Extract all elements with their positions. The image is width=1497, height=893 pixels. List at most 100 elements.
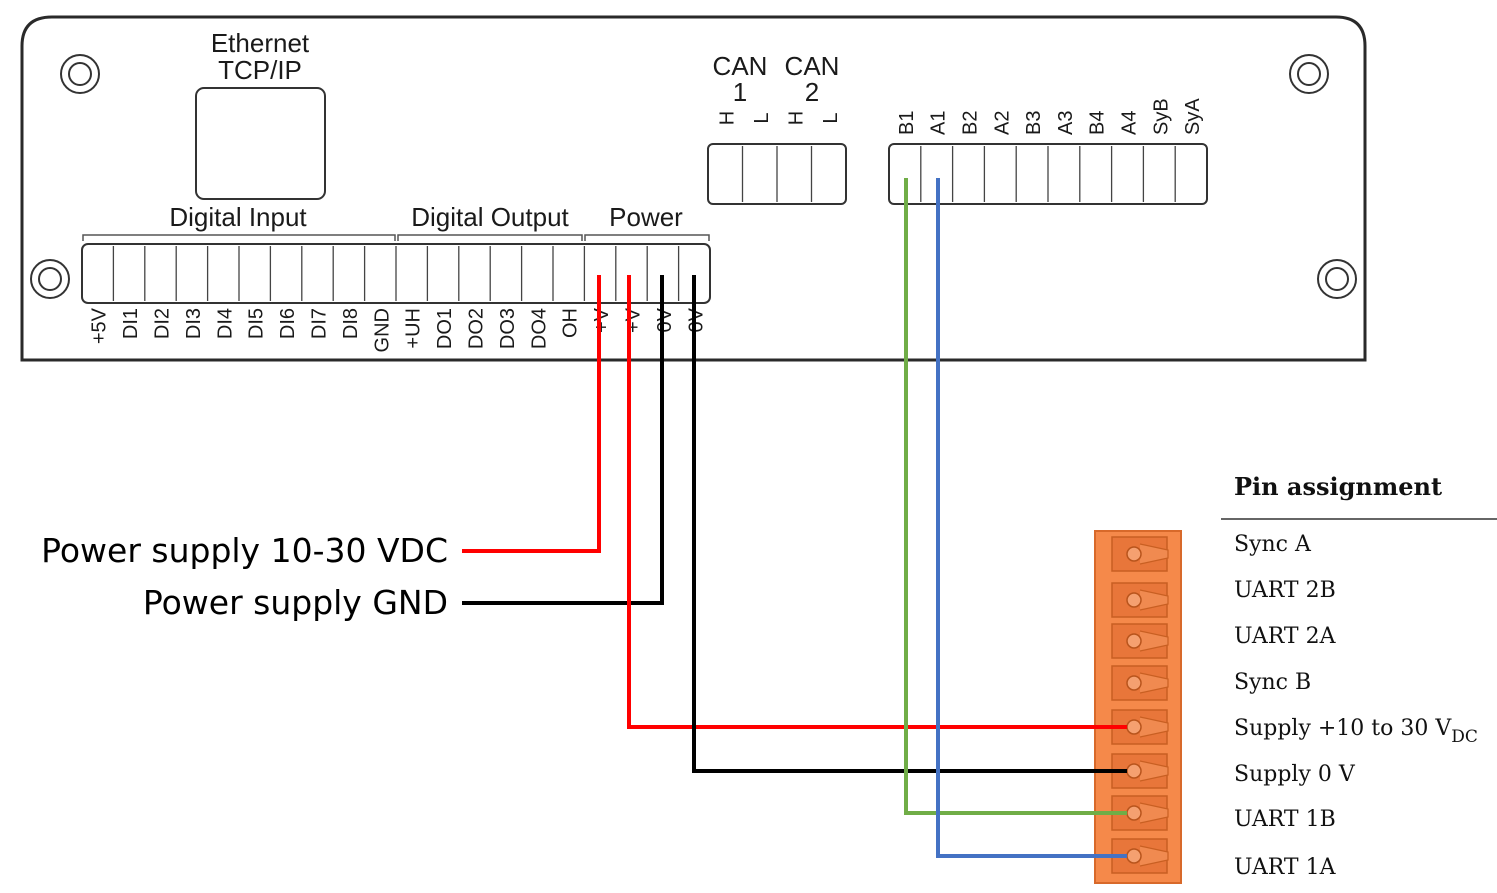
io-pin-label: DO3: [497, 308, 519, 349]
bus-pin-label: A4: [1119, 111, 1141, 135]
group-bracket: [82, 234, 396, 241]
bus-pin-label: A1: [928, 111, 950, 135]
bus-pin-label: SyB: [1150, 98, 1172, 135]
pin-assignment-row: Sync B: [1234, 670, 1311, 695]
orange-connector-plug: [1094, 530, 1182, 884]
bus-terminal-dividers: [920, 146, 1176, 202]
ethernet-label-line1: Ethernet: [211, 28, 310, 58]
mounting-screw-icon: [60, 54, 100, 94]
io-pin-label: GND: [371, 308, 393, 352]
pin-assignment-subscript: DC: [1451, 727, 1478, 747]
power-label: Power: [609, 202, 683, 232]
bus-pin-label: A2: [991, 111, 1013, 135]
can2-label-line2: 2: [805, 77, 819, 107]
pin-assignment-text: UART 2A: [1234, 624, 1337, 649]
io-pin-label: DO2: [466, 308, 488, 349]
can1-label-line2: 1: [733, 77, 747, 107]
ethernet-label-line2: TCP/IP: [218, 55, 302, 85]
plug-screw-icon: [1126, 546, 1142, 562]
bus-pin-label: B2: [960, 111, 982, 135]
can-pin-label: L: [820, 112, 842, 123]
red-wire-supply: [462, 275, 601, 553]
mounting-screw-icon: [30, 259, 70, 299]
io-pin-label: +5V: [89, 307, 111, 344]
green-wire-b1: [904, 178, 1127, 815]
plug-latch: [1139, 802, 1169, 824]
plug-latch: [1139, 760, 1169, 782]
io-pin-label: +V: [623, 307, 645, 333]
group-bracket: [397, 234, 583, 241]
bus-pin-labels: B1 A1 B2 A2 B3 A3 B4 A4 SyB SyA: [896, 98, 1204, 135]
io-pin-label: DI5: [246, 308, 268, 339]
bus-pin-label: B4: [1087, 111, 1109, 135]
pin-assignment-text: Supply 0 V: [1234, 762, 1356, 787]
power-supply-gnd-label: Power supply GND: [143, 583, 448, 622]
mounting-screw-icon: [1317, 259, 1357, 299]
pin-assignment-text: UART 1B: [1234, 807, 1336, 832]
io-pin-label: 0V: [654, 307, 676, 332]
pin-assignment-text: Supply +10 to 30 V: [1234, 716, 1452, 741]
bus-pin-label: B1: [896, 111, 918, 135]
blue-wire-a1: [936, 178, 1127, 858]
io-pin-label: DI7: [309, 308, 331, 339]
pin-assignment-row: UART 1A: [1234, 855, 1337, 880]
io-terminal-dividers: [112, 246, 680, 301]
pin-assignment-text: UART 2B: [1234, 578, 1336, 603]
group-bracket: [584, 234, 710, 241]
pin-assignment-title: Pin assignment: [1234, 472, 1442, 501]
bus-pin-label: A3: [1055, 111, 1077, 135]
can-terminal-dividers: [741, 146, 813, 202]
pin-assignment-row: Supply +10 to 30 VDC: [1234, 716, 1478, 747]
mounting-screw-icon: [1289, 54, 1329, 94]
wires: [462, 178, 1127, 858]
io-pin-labels: +5V DI1 DI2 DI3 DI4 DI5 DI6 DI7 DI8 GND +UH DO1 DO2 D…: [89, 307, 708, 352]
plug-screw-icon: [1126, 763, 1142, 779]
ethernet-port: [195, 87, 326, 200]
plug-latch: [1139, 543, 1169, 565]
io-pin-label: DI2: [152, 308, 174, 339]
io-pin-label: 0V: [685, 307, 707, 332]
pin-assignment-text: Sync A: [1234, 532, 1312, 557]
power-supply-vdc-label: Power supply 10-30 VDC: [41, 531, 448, 570]
can-pin-label: H: [716, 111, 738, 125]
bus-pin-label: B3: [1023, 111, 1045, 135]
io-pin-label: +UH: [403, 308, 425, 349]
pin-assignment-row: UART 1B: [1234, 807, 1336, 832]
io-pin-label: DO4: [528, 308, 550, 349]
plug-latch: [1139, 630, 1169, 652]
black-wire-plug: [692, 275, 1127, 773]
plug-screw-icon: [1126, 805, 1142, 821]
io-pin-label: DI6: [277, 308, 299, 339]
black-wire-supply: [462, 275, 664, 605]
digital-output-label: Digital Output: [411, 202, 569, 232]
plug-latch: [1139, 672, 1169, 694]
io-pin-label: DO1: [434, 308, 456, 349]
pin-assignment-text: Sync B: [1234, 670, 1311, 695]
plug-latch: [1139, 716, 1169, 738]
io-pin-label: DI3: [183, 308, 205, 339]
plug-latch: [1139, 845, 1169, 867]
red-wire-plug: [627, 275, 1127, 729]
can-pin-label: L: [751, 112, 773, 123]
io-pin-label: DI4: [214, 308, 236, 339]
io-pin-label: OH: [560, 308, 582, 338]
plug-slot: [1111, 665, 1168, 701]
plug-screw-icon: [1126, 848, 1142, 864]
digital-input-label: Digital Input: [169, 202, 307, 232]
io-pin-label: DI8: [340, 308, 362, 339]
can2-label-line1: CAN: [785, 51, 840, 81]
plug-screw-icon: [1126, 592, 1142, 608]
io-pin-label: DI1: [120, 308, 142, 339]
plug-screw-icon: [1126, 633, 1142, 649]
io-pin-label: +V: [591, 307, 613, 333]
pin-assignment-row: Sync A: [1234, 532, 1312, 557]
pin-assignment-row: Supply 0 V: [1234, 762, 1356, 787]
pin-assignment-row: UART 2A: [1234, 624, 1337, 649]
pin-assignment-text: UART 1A: [1234, 855, 1337, 880]
pin-assignment-rows: Sync A UART 2B UART 2A Sync B Supply +10 to …: [1234, 532, 1478, 880]
can-pin-label: H: [785, 111, 807, 125]
plug-latch: [1139, 589, 1169, 611]
bus-pin-label: SyA: [1182, 98, 1204, 135]
pin-assignment-row: UART 2B: [1234, 578, 1336, 603]
